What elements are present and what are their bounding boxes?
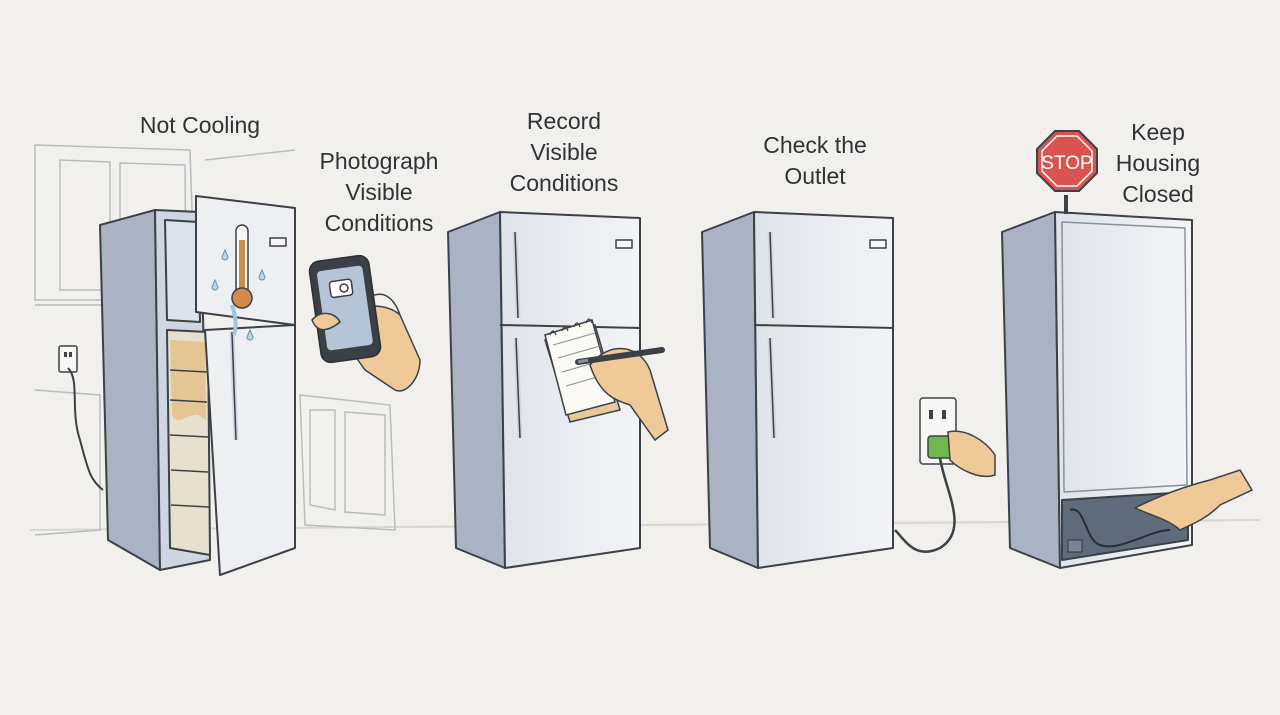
thermometer-icon bbox=[211, 224, 266, 341]
step-label-not-cooling: Not Cooling bbox=[100, 110, 300, 141]
step-label-line: Check the bbox=[763, 132, 867, 158]
fridge-5 bbox=[1001, 211, 1193, 569]
step-label-line: Outlet bbox=[784, 163, 846, 189]
step-label-line: Not Cooling bbox=[139, 112, 261, 138]
step-label-line: Closed bbox=[1122, 181, 1194, 207]
fridge-4 bbox=[701, 211, 894, 569]
step-label-line: Record bbox=[526, 108, 602, 134]
phone-camera-icon bbox=[308, 254, 421, 392]
step-label-photograph: Photograph Visible Conditions bbox=[298, 146, 460, 239]
kitchen-background bbox=[34, 144, 396, 536]
step-label-record: Record Visible Conditions bbox=[490, 106, 638, 199]
step-label-line: Visible bbox=[530, 139, 598, 165]
step-label-line: Photograph bbox=[319, 148, 439, 174]
wall-outlet-1 bbox=[58, 345, 104, 491]
step-label-line: Conditions bbox=[509, 170, 619, 196]
step-label-line: Visible bbox=[345, 179, 413, 205]
open-fridge bbox=[99, 195, 296, 576]
step-label-check-outlet: Check the Outlet bbox=[740, 130, 890, 192]
step-label-line: Keep bbox=[1131, 119, 1185, 145]
pointing-hand-icon bbox=[1133, 469, 1254, 531]
stop-sign-text: STOP bbox=[1041, 153, 1092, 174]
outlet-plug-icon bbox=[894, 397, 996, 553]
stop-sign-icon: STOP bbox=[1036, 130, 1098, 214]
step-label-keep-housing-closed: Keep Housing Closed bbox=[1098, 117, 1218, 210]
step-label-line: Housing bbox=[1115, 150, 1201, 176]
notepad-pen-icon bbox=[544, 318, 669, 442]
step-label-line: Conditions bbox=[324, 210, 434, 236]
